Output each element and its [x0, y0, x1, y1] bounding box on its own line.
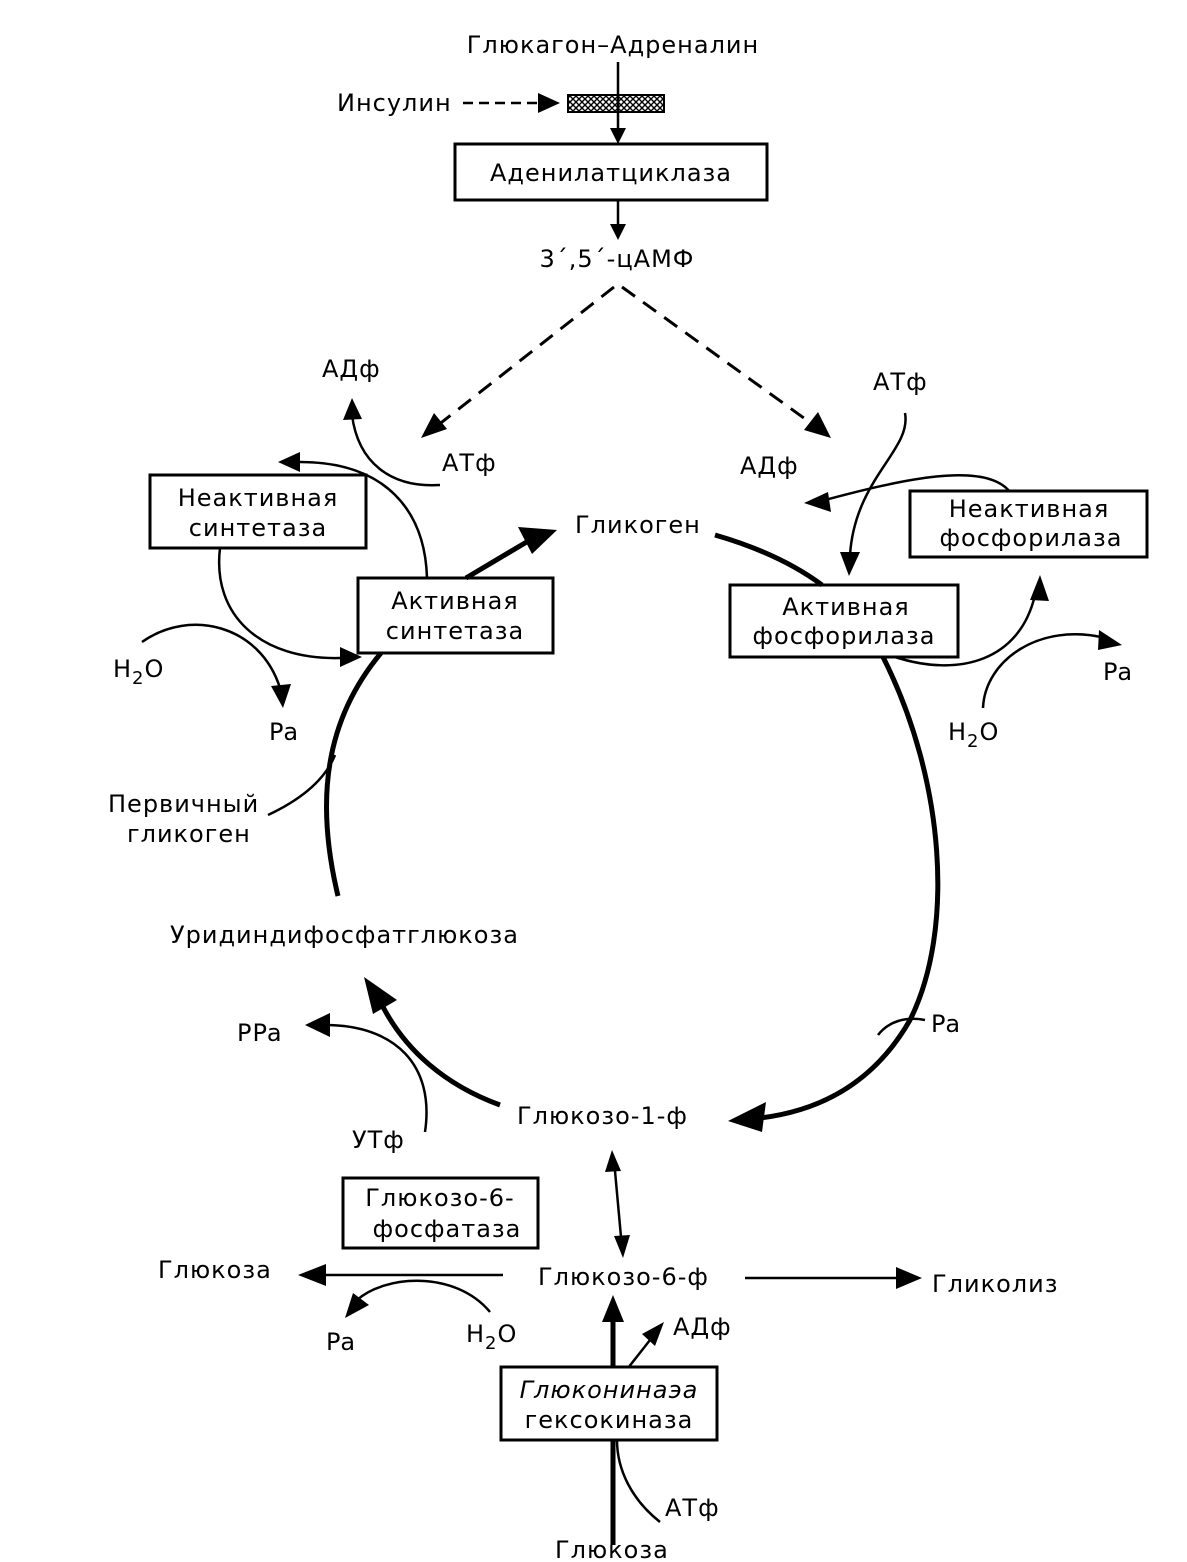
right-adp-label: АДф: [740, 452, 799, 480]
camp-to-synthase-dashed: [436, 285, 615, 428]
g6pase-label-line2: фосфатаза: [373, 1215, 522, 1243]
udpg-label: Уридиндифосфатглюкоза: [170, 921, 519, 949]
hormone-to-cyclase-arrowhead: [610, 128, 626, 144]
phosphorylase-to-g1p-arc: [759, 655, 941, 1121]
bottom-adp-label: АДф: [673, 1313, 732, 1341]
g6p-label: Глюкозо-6-ф: [538, 1263, 709, 1291]
right-atp-to-active-curve: [848, 412, 907, 556]
camp-label: 3´,5´-цАМФ: [540, 245, 695, 273]
glycogen-to-phosphorylase-arc: [714, 532, 824, 588]
glycogen-label: Гликоген: [575, 511, 701, 539]
glycolysis-label: Гликолиз: [932, 1270, 1058, 1298]
glucose-left-label: Глюкоза: [158, 1256, 272, 1284]
hormones-label: Глюкагон–Адреналин: [467, 31, 759, 59]
left-adp-label: АДф: [322, 355, 381, 383]
utp-to-ppa-curve: [324, 1023, 428, 1133]
adenylate-cyclase-box: [453, 142, 769, 202]
inactive-synthase-arrowhead: [278, 452, 300, 472]
g1p-to-g6p-line: [612, 1159, 624, 1249]
kinase-box: [499, 1365, 719, 1442]
active-synthase-label-line2: синтетаза: [386, 617, 524, 645]
udpg-arrowhead: [364, 977, 397, 1014]
camp-to-phosphorylase-dashed: [621, 285, 816, 428]
active-phosphorylase-arrowhead: [840, 552, 860, 576]
inactive-synthase-label-line2: синтетаза: [189, 514, 327, 542]
left-adp-arrowhead: [343, 398, 362, 420]
inactive-phosphorylase-arrowhead: [1030, 575, 1049, 601]
bottom-h2o-to-pa-curve: [356, 1279, 491, 1313]
g1p-arrowhead: [728, 1102, 766, 1132]
glucose-bottom-label: Глюкоза: [555, 1536, 669, 1562]
ppa-arrowhead: [305, 1013, 330, 1037]
right-pa-lower-label: Pa: [931, 1010, 961, 1038]
bottom-h2o-label: H2O: [466, 1320, 517, 1354]
right-adp-arrowhead: [804, 492, 831, 512]
kinase-label-line1: Глюконинаэа: [520, 1376, 699, 1404]
atp-to-kinase-curve: [615, 1439, 661, 1523]
receptor-block: [567, 94, 665, 113]
g6pase-label-line1: Глюкозо-6-: [365, 1184, 514, 1212]
active-phosphorylase-label-line2: фосфорилаза: [753, 622, 936, 650]
active-to-inactive-synthase-curve: [299, 460, 429, 579]
bottom-atp-label: АТф: [665, 1494, 720, 1522]
left-pa-arrowhead: [271, 684, 291, 708]
camp-to-synthase-arrowhead: [421, 413, 447, 438]
g6p-down-arrowhead: [614, 1235, 630, 1258]
bottom-pa-label: Pa: [326, 1328, 356, 1356]
primary-glycogen-label-line1: Первичный: [108, 790, 259, 818]
bottom-pa-arrowhead: [345, 1293, 369, 1318]
kinase-label-line2: гексокиназа: [525, 1406, 694, 1434]
active-to-inactive-phosphorylase-curve: [894, 594, 1037, 667]
g1p-to-udpg-arrow: [379, 1003, 501, 1108]
glucose-left-arrowhead: [298, 1264, 326, 1286]
glycolysis-arrowhead: [896, 1267, 922, 1289]
inactive-to-adp-curve: [824, 473, 1011, 502]
right-h2o-label: H2O: [948, 718, 999, 752]
primary-glycogen-label-line2: гликоген: [127, 820, 251, 848]
inactive-synthase-label-line1: Неактивная: [178, 484, 339, 512]
bottom-adp-arrowhead: [642, 1322, 664, 1346]
inactive-phosphorylase-label-line2: фосфорилаза: [940, 524, 1123, 552]
insulin-arrowhead: [538, 93, 560, 113]
g6pase-box: [341, 1176, 540, 1250]
kinase-to-adp-arrow: [627, 1339, 651, 1369]
left-h2o-label: H2O: [113, 655, 164, 689]
active-phosphorylase-box: [728, 583, 960, 659]
camp-to-phosphorylase-arrowhead: [804, 412, 831, 438]
cyclase-to-camp-arrowhead: [610, 224, 626, 240]
left-pa-label: Pa: [269, 718, 299, 746]
left-atp-label: АТф: [442, 449, 497, 477]
ppa-label: PPa: [237, 1019, 283, 1047]
synthase-to-glycogen-arrow: [464, 537, 532, 581]
inactive-to-active-synthase-curve: [217, 547, 341, 660]
pa-lower-branch: [877, 1017, 926, 1036]
active-synthase-label-line1: Активная: [391, 587, 518, 615]
inactive-phosphorylase-box: [908, 489, 1149, 559]
insulin-label: Инсулин: [337, 89, 452, 117]
primary-glycogen-branch: [267, 754, 337, 817]
inactive-synthase-box: [148, 473, 368, 550]
adenylate-cyclase-label: Аденилатциклаза: [490, 159, 732, 187]
udpg-to-synthase-arc: [324, 651, 383, 897]
left-h2o-to-pa-curve: [141, 623, 282, 689]
g6p-up-kinase-arrowhead: [602, 1295, 624, 1322]
active-synthase-arrowhead: [340, 647, 362, 667]
right-atp-label: АТф: [873, 368, 928, 396]
right-h2o-to-pa-curve: [981, 633, 1106, 709]
right-pa-arrowhead: [1098, 630, 1122, 650]
glycogen-arrowhead: [518, 527, 557, 554]
active-phosphorylase-label-line1: Активная: [782, 593, 909, 621]
utp-label: УТф: [352, 1126, 405, 1154]
left-atp-to-adp-curve: [350, 414, 441, 487]
inactive-phosphorylase-label-line1: Неактивная: [949, 495, 1110, 523]
right-pa-label: Pa: [1103, 658, 1133, 686]
active-synthase-box: [356, 576, 555, 655]
g1p-up-arrowhead: [605, 1150, 621, 1172]
g1p-label: Глюкозо-1-ф: [517, 1102, 688, 1130]
